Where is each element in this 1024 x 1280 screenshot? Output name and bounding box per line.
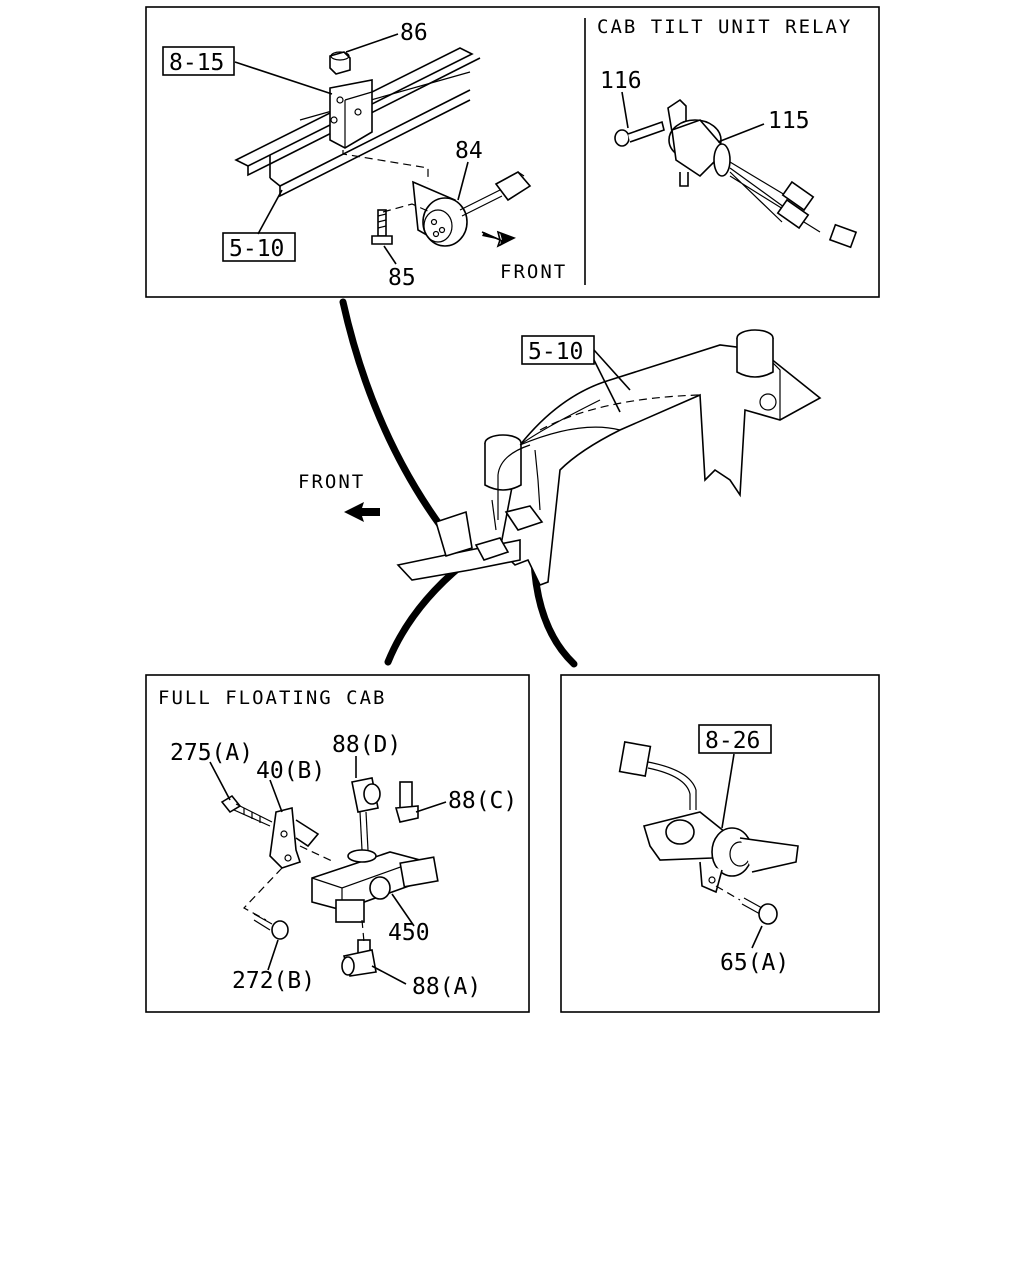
top-panel: 8-15 86 84 5-10 85 FRONT CAB TILT UNIT R… — [145, 6, 880, 298]
valve-450 — [311, 849, 439, 923]
front-label-top: FRONT — [500, 261, 567, 283]
front-arrow-middle-icon — [344, 502, 380, 522]
bracket-40b — [269, 806, 320, 869]
bolt-65a — [741, 897, 778, 925]
relay-115 — [667, 98, 858, 249]
fitting-88d — [351, 777, 381, 851]
label-5-10-top: 5-10 — [229, 236, 284, 262]
bottom-left-panel: FULL FLOATING CAB — [145, 674, 530, 1013]
screw-116 — [614, 120, 665, 147]
tilt-cylinder-right — [736, 329, 774, 378]
front-arrow-top-icon — [481, 230, 516, 248]
connector-arc-1 — [339, 298, 446, 532]
bottom-left-frame — [145, 674, 530, 1013]
label-86: 86 — [400, 20, 428, 46]
bottom-right-panel: 8-26 65(A) — [560, 674, 880, 1013]
top-panel-frame — [145, 6, 880, 298]
label-88a: 88(A) — [412, 974, 481, 1000]
bolt-85 — [371, 209, 393, 245]
front-label-middle: FRONT — [298, 471, 365, 493]
label-275a: 275(A) — [170, 740, 253, 766]
label-65a: 65(A) — [720, 950, 789, 976]
label-88d: 88(D) — [332, 732, 401, 758]
fitting-88c — [394, 781, 419, 823]
fitting-88a — [341, 939, 377, 977]
cab-tilt-unit-relay-title: CAB TILT UNIT RELAY — [597, 16, 852, 38]
label-85: 85 — [388, 265, 416, 291]
label-450: 450 — [388, 920, 430, 946]
label-116: 116 — [600, 68, 642, 94]
tilt-cylinder-left — [484, 434, 522, 491]
label-272b: 272(B) — [232, 968, 315, 994]
label-115: 115 — [768, 108, 810, 134]
full-floating-cab-title: FULL FLOATING CAB — [158, 687, 386, 709]
sensor-8-26 — [618, 741, 799, 894]
middle-frame-drawing: FRONT 5-10 — [298, 298, 822, 668]
label-88c: 88(C) — [448, 788, 517, 814]
label-8-26: 8-26 — [705, 728, 760, 754]
label-40b: 40(B) — [256, 758, 325, 784]
connector-arc-2 — [384, 561, 466, 666]
bracket-8-15 — [329, 79, 373, 149]
sensor-84 — [412, 170, 532, 247]
bottom-right-frame — [560, 674, 880, 1013]
label-8-15: 8-15 — [169, 50, 224, 76]
nut-86 — [329, 51, 351, 75]
bolt-272b — [253, 913, 289, 940]
label-5-10-middle: 5-10 — [528, 339, 583, 365]
label-84: 84 — [455, 138, 483, 164]
screw-275a — [220, 794, 273, 827]
